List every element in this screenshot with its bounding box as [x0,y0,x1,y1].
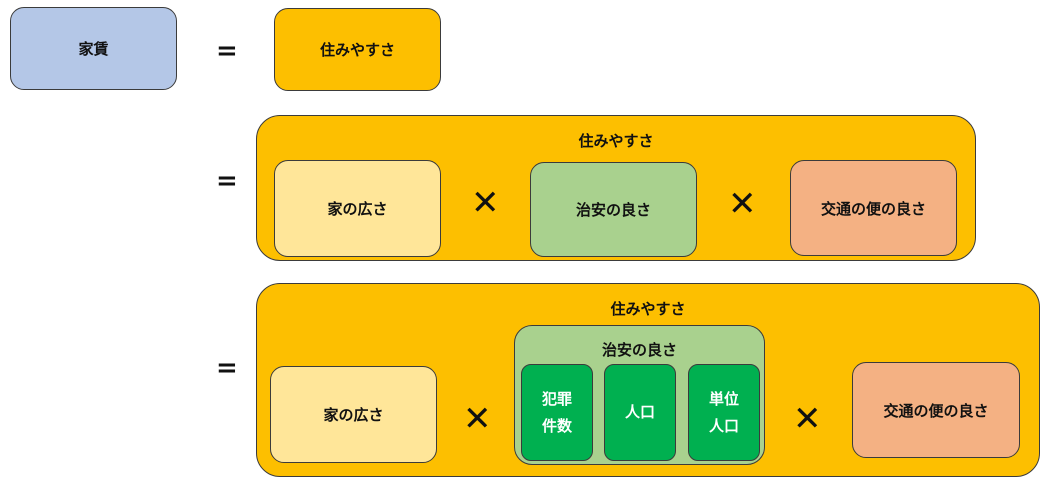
livability-box: 住みやすさ [274,8,441,91]
times-icon-2a: ✕ [471,183,500,223]
per-capita-box: 単位 人口 [688,364,760,461]
safety-group-3-title: 治安の良さ [601,341,677,359]
population-box: 人口 [604,364,676,461]
house-size-label-2: 家の広さ [327,200,388,218]
rent-label: 家賃 [78,40,109,58]
transport-label-2: 交通の便の良さ [820,199,926,218]
livability-label: 住みやすさ [319,41,395,59]
equals-sign-3: = [216,353,238,383]
house-size-label-3: 家の広さ [323,406,384,424]
times-icon-3a: ✕ [463,399,492,439]
equals-sign-1: = [216,36,238,66]
per-capita-label: 単位 人口 [708,390,739,435]
safety-box-2: 治安の良さ [530,162,697,257]
transport-box-2: 交通の便の良さ [790,160,957,256]
livability-group-3-title: 住みやすさ [610,300,686,318]
rent-box: 家賃 [10,7,177,90]
house-size-box-2: 家の広さ [274,160,441,257]
transport-box-3: 交通の便の良さ [852,362,1020,458]
crime-count-label: 犯罪 件数 [541,390,572,435]
crime-count-box: 犯罪 件数 [521,364,593,461]
times-icon-2b: ✕ [728,184,757,224]
safety-label-2: 治安の良さ [575,201,651,219]
times-icon-3b: ✕ [793,399,822,439]
livability-group-2-title: 住みやすさ [578,132,654,150]
house-size-box-3: 家の広さ [270,366,437,463]
equals-sign-2: = [216,166,238,196]
population-label: 人口 [624,403,655,422]
transport-label-3: 交通の便の良さ [883,401,989,420]
